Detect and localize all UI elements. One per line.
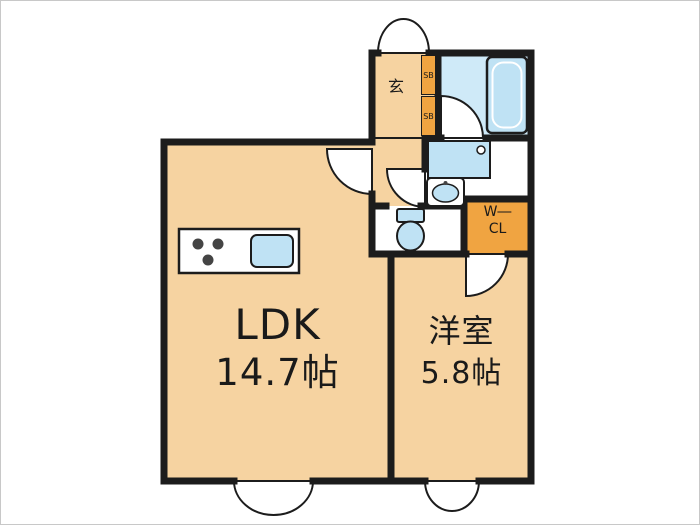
shoe-box-lower: SB xyxy=(421,96,436,136)
shoe-box-lower-label: SB xyxy=(423,111,434,121)
washing-machine-icon xyxy=(427,140,491,179)
toilet-bowl xyxy=(396,220,425,252)
ldk-door-arc xyxy=(325,148,373,196)
washbasin-icon xyxy=(426,177,465,207)
ldk-room-size: 14.7帖 xyxy=(215,351,340,394)
walk-in-closet-label: W― CL xyxy=(464,204,531,238)
walk-in-closet-label-line2: CL xyxy=(488,221,507,237)
shoe-box-upper: SB xyxy=(421,55,436,95)
bathtub-icon xyxy=(485,55,529,135)
washing-machine-drain xyxy=(476,145,486,155)
bathtub-outer xyxy=(485,55,529,135)
shoe-box-upper-label: SB xyxy=(423,70,434,80)
closet-door-arc xyxy=(465,253,510,298)
toilet-icon xyxy=(396,208,425,252)
western-room-label: 洋室 xyxy=(428,312,495,350)
stove-burners-icon xyxy=(192,238,224,266)
washbasin-bowl xyxy=(431,183,460,203)
door-arcs xyxy=(232,18,510,516)
ldk-room-label: LDK xyxy=(234,300,321,349)
toilet-tank xyxy=(396,208,425,223)
entrance-label: 玄 xyxy=(387,77,404,96)
kitchen-counter xyxy=(177,227,301,275)
washbasin-faucet xyxy=(443,181,448,185)
ldk-floor xyxy=(164,142,391,481)
bathtub-inner xyxy=(491,61,523,129)
bathroom-door-arc xyxy=(440,94,485,139)
walk-in-closet-floor xyxy=(464,199,531,254)
western-room-floor xyxy=(391,254,531,481)
walls xyxy=(160,49,535,485)
kitchen-sink-icon xyxy=(250,234,294,268)
ldk-balcony-door-arc xyxy=(232,480,315,516)
walk-in-closet-label-line1: W― xyxy=(483,204,512,220)
western-room-balcony-door-arc xyxy=(423,480,481,512)
entrance-door-arc xyxy=(376,18,431,54)
western-room-size: 5.8帖 xyxy=(420,356,503,391)
